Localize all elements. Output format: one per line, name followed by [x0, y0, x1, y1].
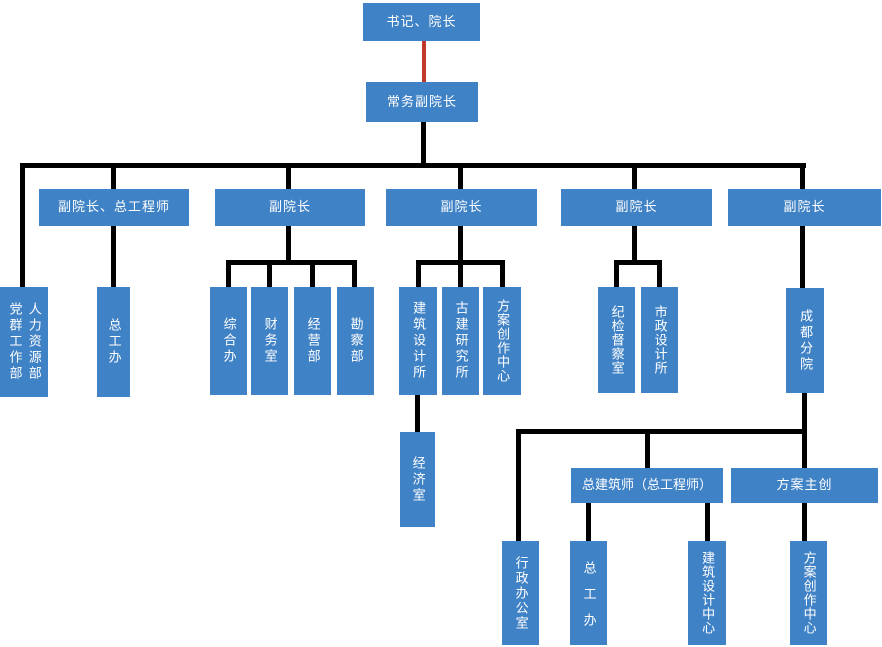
node-label: 财务室: [262, 317, 278, 365]
node-label: 行政办公室: [513, 555, 529, 631]
node-survey-dept: 勘察部: [337, 287, 374, 395]
node-vice-dean-1: 副院长: [215, 189, 365, 226]
node-label: 副院长: [268, 199, 311, 215]
connector-drop-finance-office: [267, 263, 272, 287]
connector-drop-vice-dean-2: [458, 166, 463, 189]
node-finance-office: 财务室: [251, 287, 288, 395]
connector-drop-chief-architect: [645, 434, 650, 468]
node-architecture-design-institute: 建筑设计所: [399, 287, 437, 395]
node-label-party-mass-work-dept: 党群工作部: [7, 302, 23, 382]
connector-drop-vice-dean-1: [286, 166, 291, 189]
connector-vd4-to-chengdu: [800, 226, 805, 288]
node-ancient-architecture-institute: 古建研究所: [442, 287, 479, 395]
connector-vd1-horizontal: [226, 260, 357, 265]
node-label: 副院长: [783, 199, 826, 215]
connector-drop-survey-dept: [352, 263, 357, 287]
node-label: 成都分院: [798, 308, 814, 373]
node-municipal-design-institute: 市政设计所: [641, 287, 678, 393]
node-label: 建筑设计所: [411, 301, 427, 381]
connector-drop-ancient-arch-institute: [458, 263, 463, 287]
connector-drop-vice-dean-3: [632, 166, 637, 189]
node-discipline-inspection-office: 纪检督察室: [598, 287, 635, 393]
node-architecture-design-center: 建筑设计中心: [688, 541, 726, 645]
connector-chengdu-horizontal: [516, 429, 807, 434]
node-label: 综合办: [221, 317, 237, 365]
connector-vd3-stem: [632, 226, 637, 264]
node-vice-dean-2: 副院长: [386, 189, 537, 226]
node-chengdu-scheme-creation-center: 方案创作中心: [790, 541, 827, 645]
connector-drop-discipline-office: [614, 263, 619, 287]
node-vice-dean-chief-engineer: 副院长、总工程师: [39, 189, 189, 226]
node-label: 纪检督察室: [609, 305, 625, 375]
node-party-mass-and-hr: 党群工作部 人力资源部: [0, 287, 48, 397]
connector-arch-institute-to-economy: [415, 395, 420, 432]
connector-secretary-to-executive: [422, 41, 426, 82]
node-general-office: 综合办: [210, 287, 247, 395]
node-chengdu-branch: 成都分院: [786, 288, 824, 393]
connector-drop-municipal-institute: [657, 263, 662, 287]
connector-ce-to-office: [111, 226, 116, 287]
node-label: 经济室: [410, 455, 426, 504]
node-label: 副院长、总工程师: [57, 199, 170, 215]
connector-drop-business-dept: [310, 263, 315, 287]
connector-drop-scheme-creation-center: [500, 263, 505, 287]
node-label: 方案主创: [776, 477, 833, 493]
node-label: 古建研究所: [453, 301, 469, 381]
node-secretary-dean: 书记、院长: [363, 3, 480, 41]
node-label: 勘察部: [348, 317, 364, 365]
node-label-hr-dept: 人力资源部: [26, 302, 42, 382]
node-chief-engineer-office: 总工办: [97, 287, 130, 397]
node-label: 副院长: [615, 199, 658, 215]
connector-chengdu-stem: [802, 393, 807, 434]
node-label: 建筑设计中心: [700, 551, 716, 635]
connector-drop-arch-design-institute: [416, 263, 421, 287]
connector-vd3-horizontal: [614, 260, 662, 265]
dual-label-wrap: 党群工作部 人力资源部: [6, 302, 42, 382]
connector-drop-party-hr: [20, 166, 25, 287]
node-label: 总建筑师（总工程师）: [581, 477, 712, 493]
connector-drop-general-office: [226, 263, 231, 287]
connector-vd2-stem: [458, 226, 463, 264]
connector-drop-scheme-lead: [802, 434, 807, 468]
node-label: 总工办: [106, 318, 122, 366]
node-label: 副院长: [440, 199, 483, 215]
connector-drop-vice-dean-ce: [111, 166, 116, 189]
node-chengdu-chief-engineer-office: 总 工 办: [570, 541, 607, 645]
connector-lead-to-creation-center: [802, 503, 807, 541]
node-business-dept: 经营部: [294, 287, 331, 395]
node-label: 方案创作中心: [801, 551, 817, 635]
node-vice-dean-4: 副院长: [728, 189, 881, 226]
connector-ca-to-ce-office: [586, 503, 591, 541]
node-label: 经营部: [305, 317, 321, 365]
node-label: 常务副院长: [386, 93, 457, 109]
node-executive-vice-dean: 常务副院长: [366, 82, 478, 122]
node-admin-office: 行政办公室: [502, 541, 539, 645]
connector-drop-admin-office: [516, 434, 521, 541]
node-vice-dean-3: 副院长: [561, 189, 712, 226]
node-scheme-creation-center: 方案创作中心: [483, 287, 521, 395]
node-economy-office: 经济室: [400, 432, 435, 527]
connector-main-horizontal: [20, 163, 806, 168]
connector-ca-to-design-center: [705, 503, 710, 541]
connector-vd1-stem: [286, 226, 291, 264]
connector-drop-vice-dean-4: [800, 166, 805, 189]
node-label: 书记、院长: [386, 13, 457, 29]
node-scheme-lead: 方案主创: [731, 468, 878, 503]
connector-executive-stem: [421, 122, 426, 166]
node-label: 方案创作中心: [495, 299, 511, 383]
node-label: 市政设计所: [652, 305, 668, 375]
node-label: 总 工 办: [581, 560, 597, 626]
connector-vd2-horizontal: [416, 260, 505, 265]
node-chief-architect: 总建筑师（总工程师）: [571, 468, 723, 503]
